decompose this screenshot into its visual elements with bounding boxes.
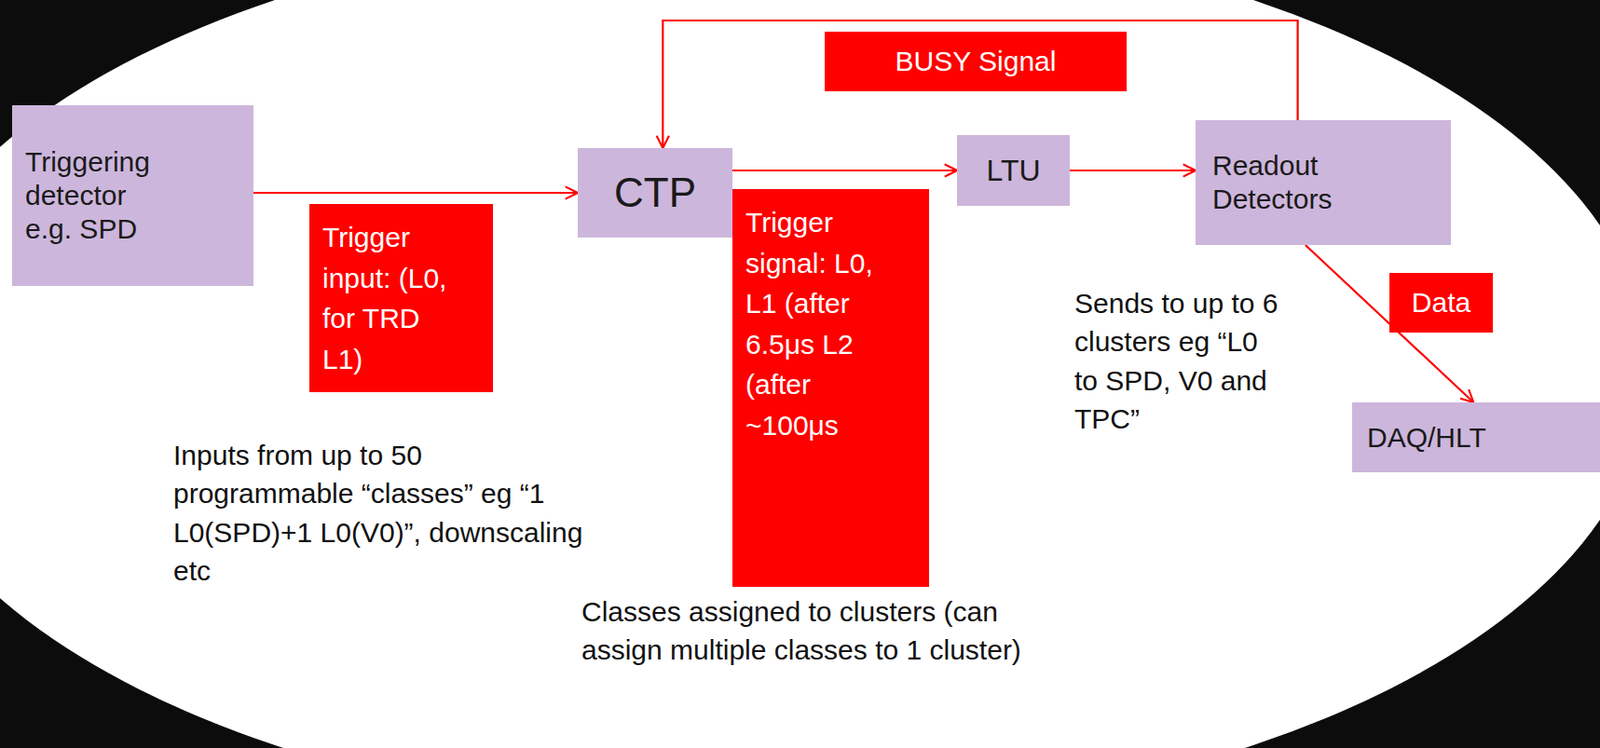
node-text: LTU [985,152,1040,189]
busy-signal-tag: BUSY Signal [824,31,1127,92]
signal-arrow [253,191,578,194]
edge-label-text: Trigger signal: L0, L1 (after 6.5μs L2 (… [745,202,886,446]
ctp-inputs-note: Inputs from up to 50 programmable “class… [173,436,593,591]
node-text: Triggering detector e.g. SPD [25,145,165,247]
edge-label-text: Data [1411,282,1471,324]
ltu-box: LTU [957,135,1070,206]
node-text: DAQ/HLT [1367,421,1487,455]
ctp-box: CTP [577,148,733,238]
daq-hlt-box: DAQ/HLT [1352,402,1600,473]
node-text: Readout Detectors [1212,149,1371,217]
ltu-clusters-note: Sends to up to 6 clusters eg “L0 to SPD,… [1074,284,1285,439]
triggering-detector-box: Triggering detector e.g. SPD [12,105,254,287]
trigger-input-tag: Trigger input: (L0, for TRD L1) [309,204,493,393]
signal-arrow [732,169,958,172]
trigger-signal-tag: Trigger signal: L0, L1 (after 6.5μs L2 (… [732,189,930,588]
edge-label-text: BUSY Signal [895,41,1057,83]
class-assignment-note: Classes assigned to clusters (can assign… [581,592,1039,671]
node-text: CTP [614,168,697,219]
data-tag: Data [1389,273,1493,333]
signal-arrow [1069,169,1196,172]
readout-detectors-box: Readout Detectors [1195,120,1451,246]
edge-label-text: Trigger input: (L0, for TRD L1) [322,217,463,380]
